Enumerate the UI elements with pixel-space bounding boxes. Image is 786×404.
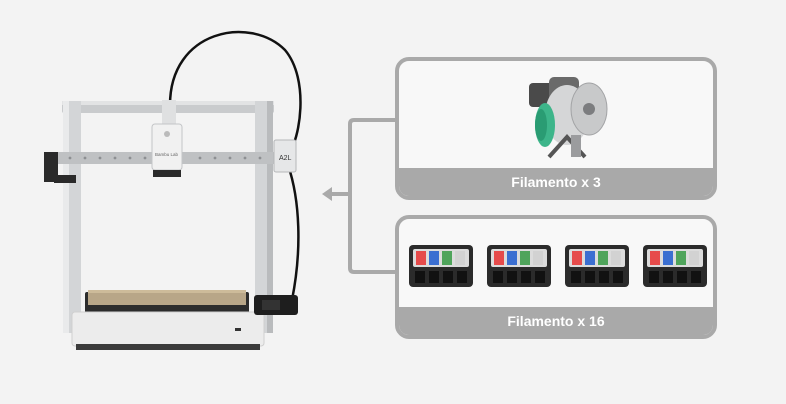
ams-units-image (409, 245, 707, 287)
toolhead-label: Bambu Lab (155, 152, 179, 157)
model-badge: A2L (279, 155, 292, 162)
option-caption: Filamento x 3 (399, 168, 713, 196)
printer-cable (168, 30, 302, 156)
option-card-filament-3[interactable]: Filamento x 3 (395, 57, 717, 200)
connector-arrow (322, 118, 395, 274)
option-caption: Filamento x 16 (399, 307, 713, 335)
printer-illustration: A2L Bambu Lab (44, 30, 302, 350)
option-card-filament-16[interactable]: Filamento x 16 (395, 215, 717, 339)
single-spool-feeder-image (529, 77, 608, 159)
